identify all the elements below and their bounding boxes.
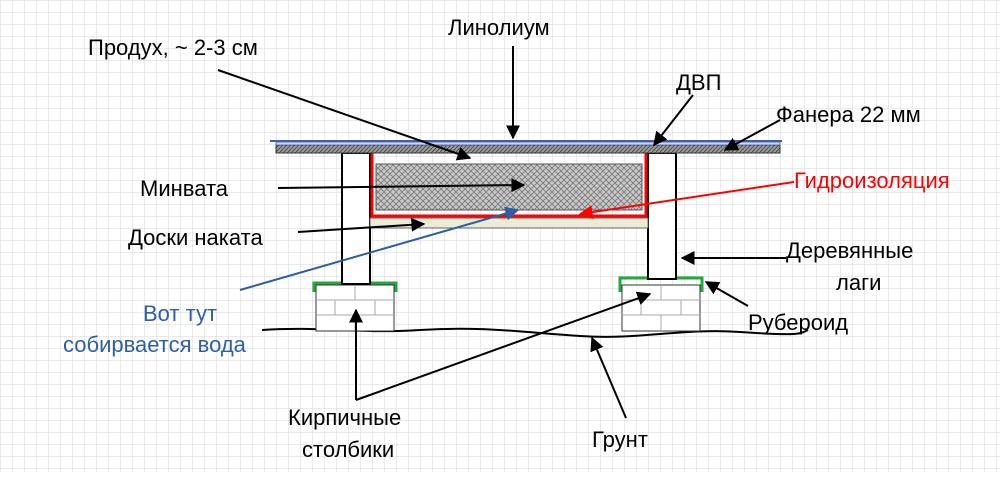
joist-right [647, 152, 677, 280]
arrow-waterproofing [578, 181, 795, 220]
label-brick-posts-line1: Кирпичные [288, 405, 401, 430]
arrow-air-gap [217, 69, 472, 161]
arrow-mineral-wool [277, 178, 526, 193]
subfloor-boards [369, 217, 649, 229]
brick-post-right [621, 284, 701, 332]
label-brick-posts-line2: столбики [302, 437, 394, 462]
label-soil: Грунт [592, 427, 648, 452]
arrow-boards [297, 217, 426, 233]
label-boards: Доски наката [128, 225, 263, 250]
label-fibreboard: ДВП [676, 70, 721, 95]
label-water-line2: собирвается вода [63, 332, 247, 357]
arrow-roofing-felt [704, 281, 749, 307]
label-air-gap: Продух, ~ 2-3 см [88, 35, 258, 60]
arrow-fibreboard [653, 94, 694, 147]
label-plywood: Фанера 22 мм [776, 102, 921, 127]
plywood-layer [275, 144, 781, 154]
label-joists-line2: лаги [836, 270, 881, 295]
label-roofing-felt: Рубероид [748, 310, 848, 335]
label-joists-line1: Деревянные [786, 238, 913, 263]
arrow-plywood [723, 119, 781, 151]
label-mineral-wool: Минвата [140, 176, 229, 201]
arrow-soil [590, 336, 627, 419]
joist-left [341, 152, 371, 285]
arrow-brick-right [355, 291, 652, 401]
label-water-line1: Вот тут [143, 301, 217, 326]
fibreboard-layer [275, 141, 781, 146]
label-waterproofing: Гидроизоляция [794, 168, 950, 193]
label-linoleum: Линолиум [448, 15, 550, 40]
arrow-water-collects [239, 206, 520, 291]
